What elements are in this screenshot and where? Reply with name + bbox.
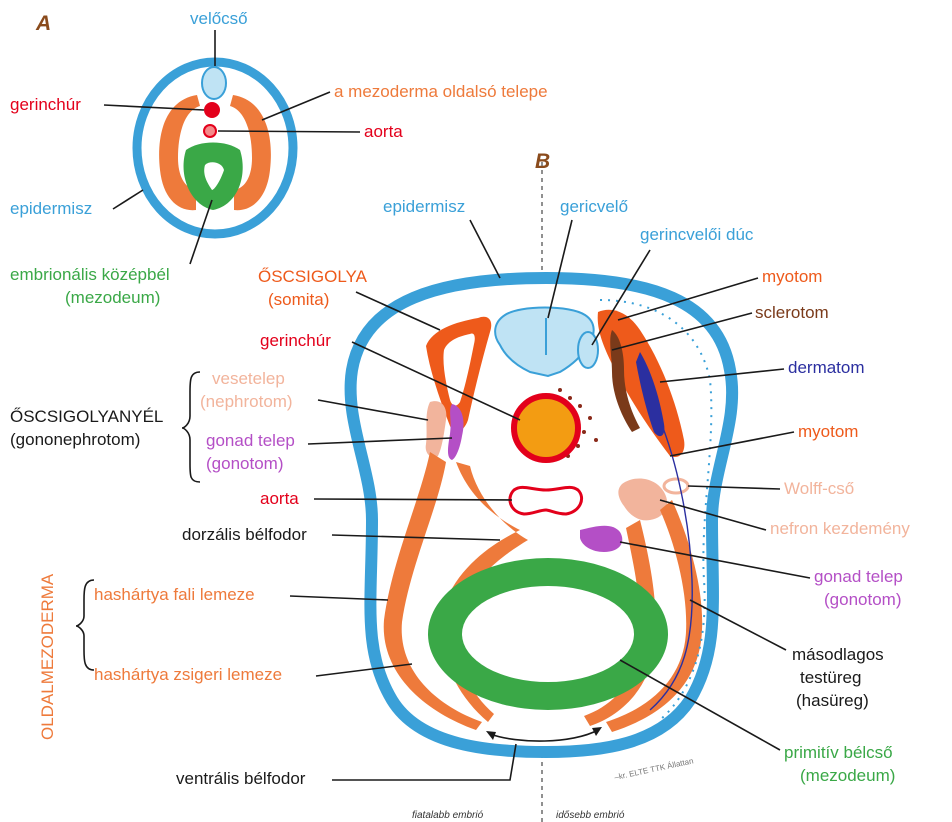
label-b-primitiv-1: primitív bélcső (784, 743, 893, 762)
label-b-myotom-top: myotom (762, 267, 822, 286)
panel-b-dorsal-root-ganglion (578, 332, 598, 368)
label-b-gerinchur: gerinchúr (260, 331, 331, 350)
label-b-gonad-left-1: gonad telep (206, 431, 295, 450)
label-b-dorzalis: dorzális bélfodor (182, 525, 307, 544)
leader-a-epidermisz (113, 190, 143, 209)
label-b-oldalmezoderma: OLDALMEZODERMA (38, 573, 57, 740)
credit-text: –kr. ELTE TTK Állattan (614, 756, 695, 782)
label-b-gericvelo: gericvelő (560, 197, 628, 216)
label-b-nefron: nefron kezdemény (770, 519, 910, 538)
label-b-primitiv-2: (mezodeum) (800, 766, 895, 785)
label-b-gonad-right-1: gonad telep (814, 567, 903, 586)
label-b-oscsigolyanyel-1: ŐSCSIGOLYANYÉL (10, 407, 163, 426)
label-b-masodlagos-1: másodlagos (792, 645, 884, 664)
label-b-ventralis: ventrális bélfodor (176, 769, 306, 788)
label-a-embrionalis-1: embrionális középbél (10, 265, 170, 284)
label-b-vesetelep-1: vesetelep (212, 369, 285, 388)
label-b-fiatalabb: fiatalabb embrió (412, 810, 484, 821)
label-b-myotom-right: myotom (798, 422, 858, 441)
label-b-aorta: aorta (260, 489, 299, 508)
panel-a-aorta (204, 125, 216, 137)
label-b-oscsigolya-1: ŐSCSIGOLYA (258, 267, 368, 286)
label-b-sclerotom: sclerotom (755, 303, 829, 322)
label-b-idosebb: idősebb embrió (556, 810, 625, 821)
label-b-oscsigolyanyel-2: (gononephrotom) (10, 430, 140, 449)
brace-oscsigolyanyel (182, 372, 200, 482)
label-b-dermatom: dermatom (788, 358, 865, 377)
label-b-masodlagos-3: (hasüreg) (796, 691, 869, 710)
label-a-velocso: velőcső (190, 9, 248, 28)
leader-b-epidermisz (470, 220, 500, 278)
panel-b-notochord (514, 396, 578, 460)
label-a-aorta: aorta (364, 122, 403, 141)
panel-b: B (10, 150, 910, 822)
panel-a: A velőcső gerinchúr a mezoderma oldalsó … (10, 9, 548, 307)
label-b-epidermisz: epidermisz (383, 197, 465, 216)
label-b-masodlagos-2: testüreg (800, 668, 861, 687)
panel-b-wolff-duct (664, 479, 688, 493)
panel-a-notochord (204, 102, 220, 118)
label-b-wolff: Wolff-cső (784, 479, 854, 498)
panel-a-letter: A (35, 12, 51, 35)
label-a-embrionalis-2: (mezodeum) (65, 288, 160, 307)
label-b-gerincveloi-duc: gerincvelői dúc (640, 225, 754, 244)
label-b-oscsigolya-2: (somita) (268, 290, 329, 309)
leader-b-aorta (314, 499, 512, 500)
panel-b-letter: B (535, 150, 550, 173)
label-b-hashartya-fali: hashártya fali lemeze (94, 585, 255, 604)
leader-a-aorta (218, 131, 360, 132)
panel-a-neural-tube (202, 67, 226, 99)
label-b-gonad-left-2: (gonotom) (206, 454, 283, 473)
label-b-vesetelep-2: (nephrotom) (200, 392, 293, 411)
panel-b-aorta (510, 487, 582, 514)
label-a-gerinchur: gerinchúr (10, 95, 81, 114)
label-a-epidermisz: epidermisz (10, 199, 92, 218)
label-b-gonad-right-2: (gonotom) (824, 590, 901, 609)
label-a-mezoderma: a mezoderma oldalsó telepe (334, 82, 548, 101)
label-b-hashartya-zsigeri: hashártya zsigeri lemeze (94, 665, 282, 684)
panel-b-primitive-gut-lumen (462, 586, 634, 682)
brace-oldalmezoderma (76, 580, 94, 670)
